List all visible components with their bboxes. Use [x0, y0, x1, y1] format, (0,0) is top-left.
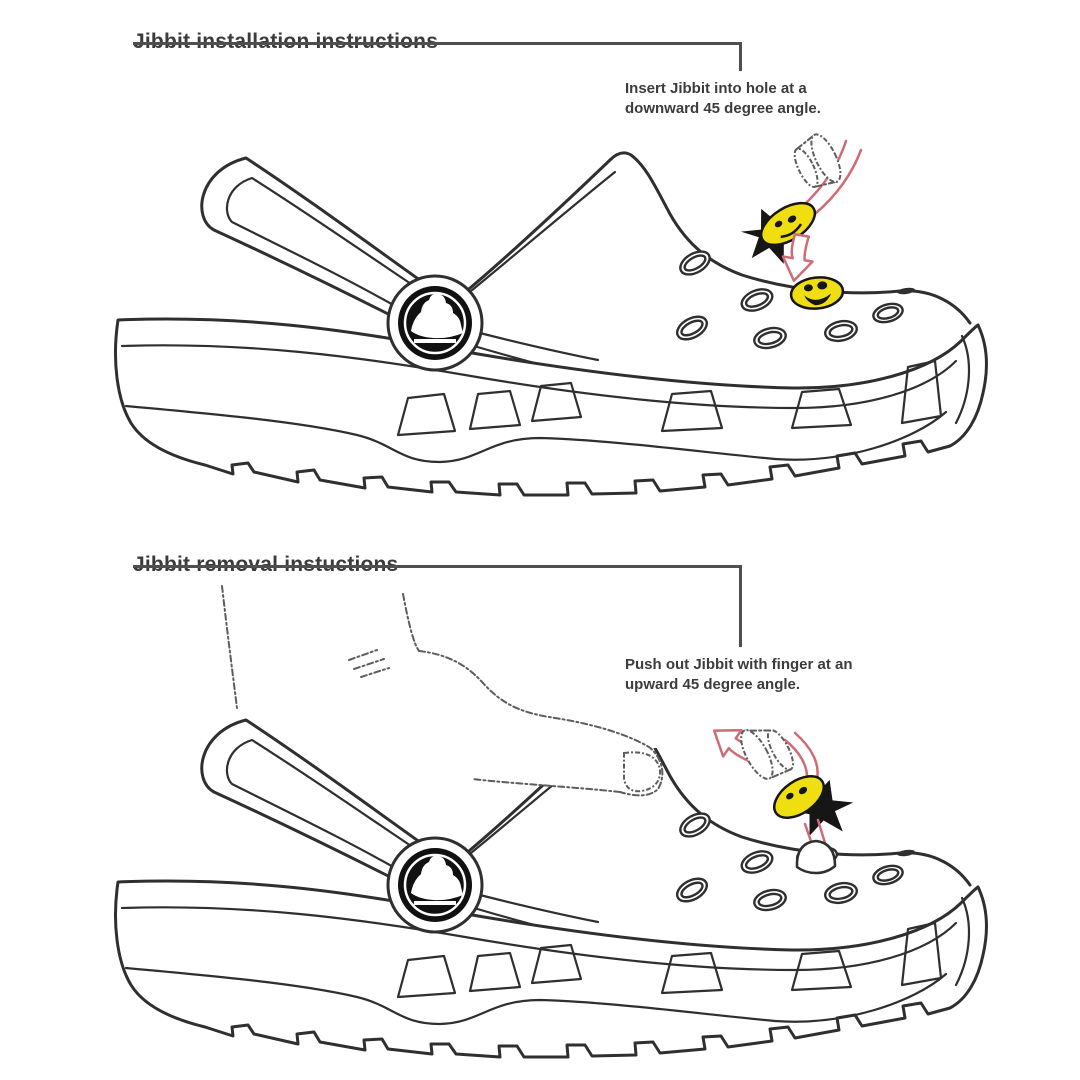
- removal-caption-line1: Push out Jibbit with finger at an: [625, 656, 853, 673]
- jibbit-side-view: [740, 729, 794, 780]
- knuckle-creases: [348, 649, 390, 678]
- finger-illustration: [221, 585, 664, 797]
- down-arrow-icon: [781, 232, 814, 282]
- smiley-jibbit: [789, 276, 845, 310]
- installation-caption-line2: downward 45 degree angle.: [625, 100, 821, 117]
- removal-heading-rule: [133, 565, 742, 568]
- hand-top-line: [402, 593, 420, 652]
- installation-heading: Jibbit installation instructions: [133, 30, 438, 54]
- wrist-line: [221, 585, 238, 709]
- removal-caption-line2: upward 45 degree angle.: [625, 676, 801, 693]
- installation-callout-line: [739, 42, 742, 71]
- jibbit-charm-tilted: [759, 201, 817, 247]
- installation-caption: Insert Jibbit into hole at a downward 45…: [625, 79, 821, 119]
- removal-callout-line: [739, 565, 742, 647]
- motion-arc: [814, 148, 863, 215]
- removal-heading: Jibbit removal instuctions: [133, 553, 398, 577]
- removal-diagram: [221, 585, 860, 875]
- motion-arc: [793, 731, 819, 781]
- installation-heading-rule: [133, 42, 742, 45]
- jibbit-side-view: [793, 133, 842, 188]
- finger-underside: [471, 778, 621, 793]
- clog-shoe-installation: [114, 151, 988, 497]
- removal-caption: Push out Jibbit with finger at an upward…: [625, 655, 853, 695]
- installation-diagram: [736, 133, 863, 310]
- finger-outline: [418, 650, 664, 797]
- jibbit-charm-tilted: [773, 775, 825, 819]
- fingernail: [623, 751, 662, 793]
- installation-caption-line1: Insert Jibbit into hole at a: [625, 80, 807, 97]
- fingertip-through-hole: [795, 839, 837, 875]
